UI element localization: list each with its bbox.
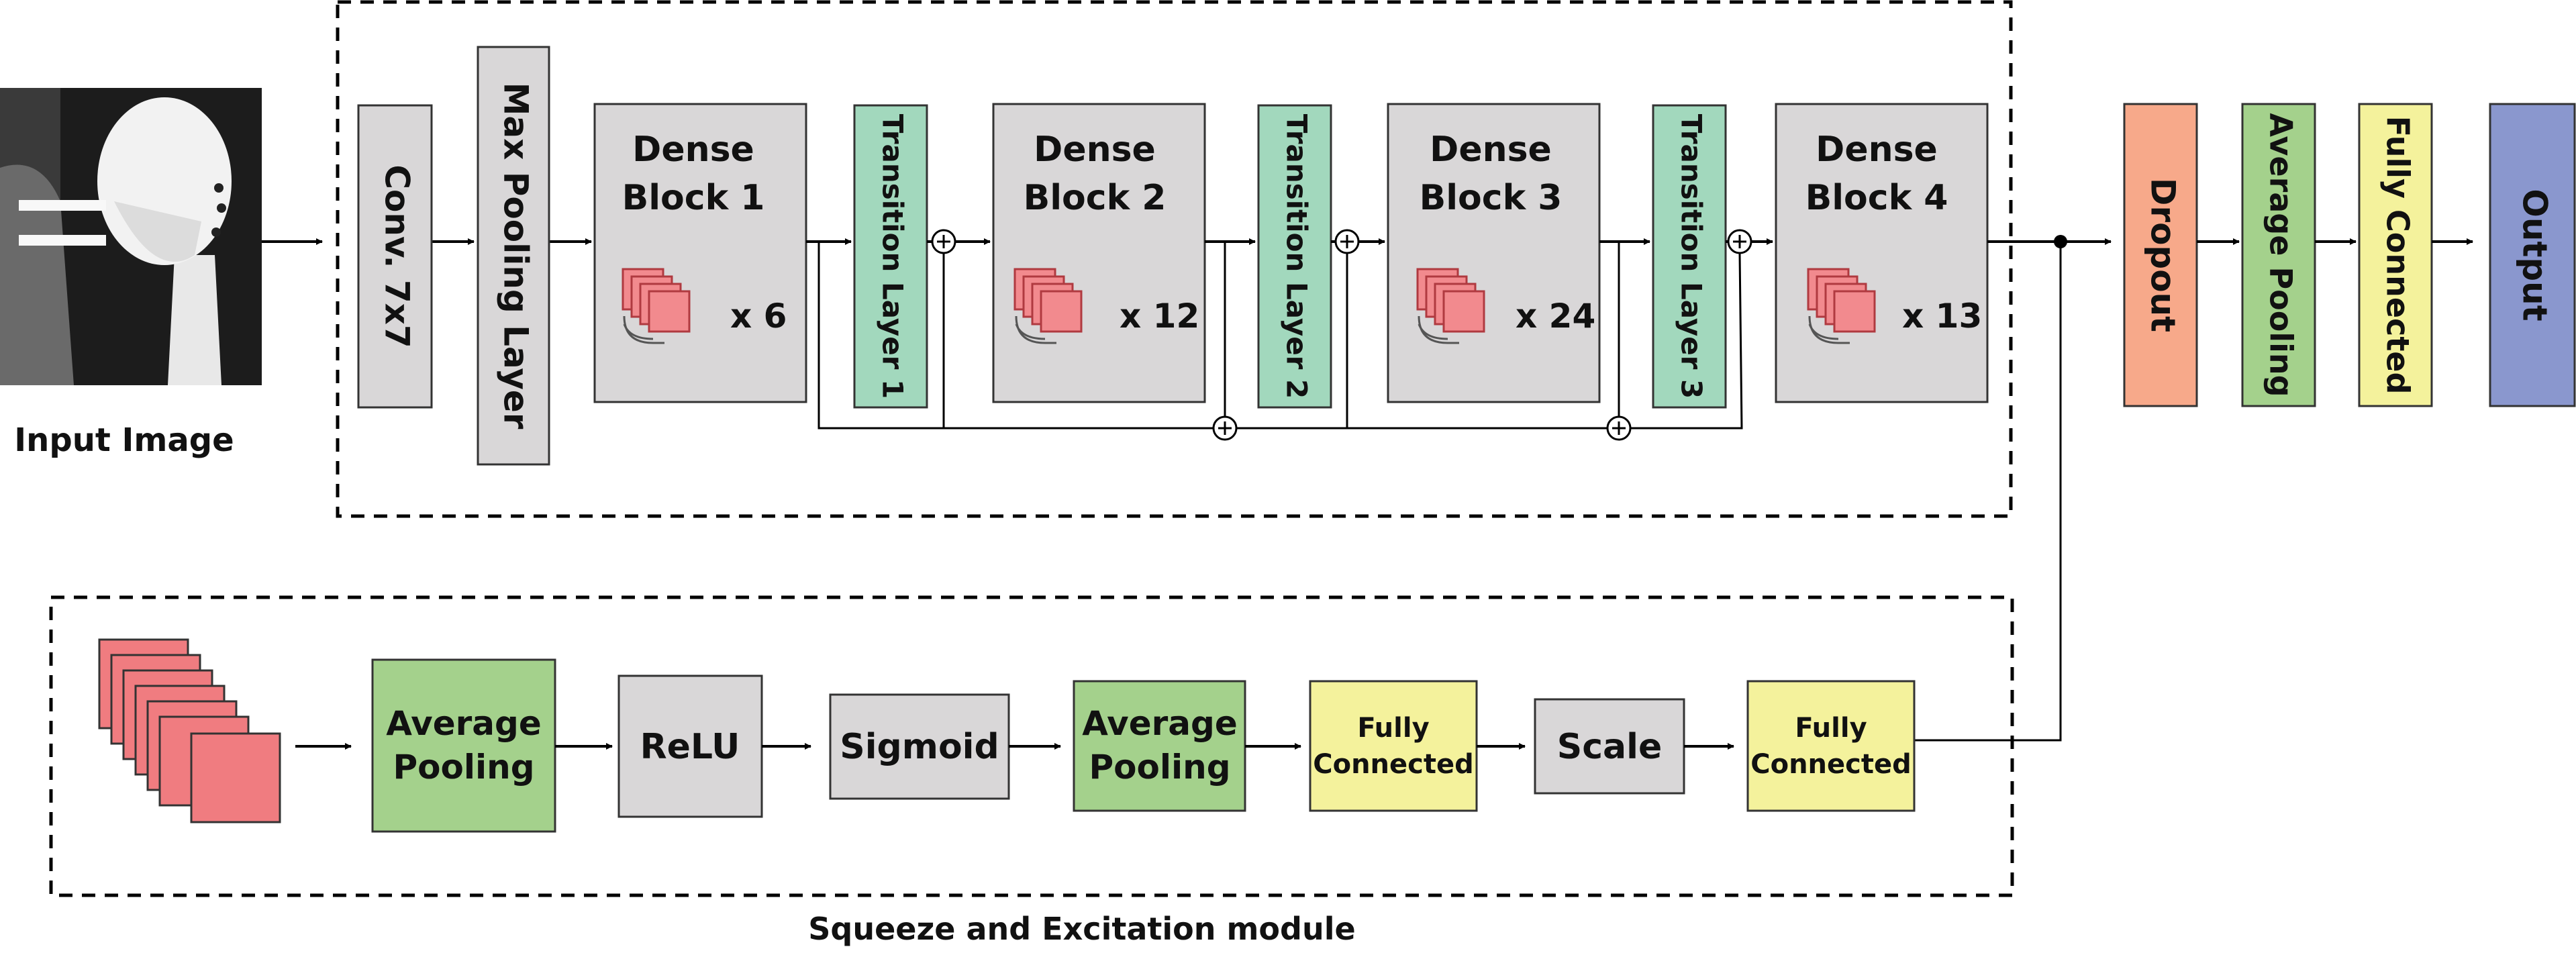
output-layer bbox=[2489, 103, 2576, 407]
svg-text:Pooling: Pooling bbox=[393, 748, 534, 787]
conv-7x7-layer bbox=[357, 104, 433, 409]
maxpool-label: Max Pooling Layer bbox=[497, 83, 536, 430]
feature-map-stack bbox=[98, 638, 281, 823]
dense-block-2 bbox=[992, 103, 1206, 403]
svg-text:Connected: Connected bbox=[1313, 749, 1474, 780]
svg-text:Block 3: Block 3 bbox=[1420, 178, 1563, 218]
svg-text:Dropout: Dropout bbox=[2144, 178, 2183, 332]
dropout-layer bbox=[2123, 103, 2198, 407]
svg-text:Average: Average bbox=[386, 704, 542, 743]
svg-text:Dense: Dense bbox=[632, 130, 754, 170]
svg-text:Transition Layer 3: Transition Layer 3 bbox=[1675, 114, 1708, 399]
se-average-pooling-1 bbox=[371, 658, 556, 833]
average-pooling-layer bbox=[2241, 103, 2316, 407]
dense-block-1-count: x 6 bbox=[730, 297, 787, 336]
se-module-frame bbox=[49, 595, 2014, 897]
transition-layer-3 bbox=[1652, 104, 1727, 409]
svg-text:Output: Output bbox=[2516, 189, 2555, 321]
se-fully-connected-1 bbox=[1309, 680, 1478, 812]
conv-label: Conv. 7x7 bbox=[378, 164, 417, 348]
input-xray-image bbox=[0, 88, 262, 386]
dense-block-1 bbox=[593, 103, 807, 403]
add-node-4 bbox=[1212, 415, 1238, 441]
svg-text:Average: Average bbox=[1082, 704, 1238, 743]
svg-text:Pooling: Pooling bbox=[1089, 748, 1230, 787]
svg-text:Dense: Dense bbox=[1034, 130, 1156, 170]
se-module-caption: Squeeze and Excitation module bbox=[808, 911, 1355, 947]
add-node-5 bbox=[1606, 415, 1632, 441]
densenet-frame bbox=[336, 0, 2013, 518]
svg-text:ReLU: ReLU bbox=[640, 727, 740, 767]
se-sigmoid bbox=[829, 693, 1010, 800]
max-pooling-layer bbox=[477, 46, 550, 466]
svg-text:Average Pooling: Average Pooling bbox=[2263, 113, 2299, 397]
svg-text:Block 4: Block 4 bbox=[1805, 178, 1948, 218]
svg-text:Sigmoid: Sigmoid bbox=[840, 727, 999, 767]
svg-text:Fully: Fully bbox=[1795, 713, 1867, 744]
add-node-3 bbox=[1727, 229, 1752, 254]
dense-block-4-count: x 13 bbox=[1902, 297, 1982, 336]
transition-layer-1 bbox=[853, 104, 928, 409]
se-relu bbox=[617, 674, 763, 818]
add-node-1 bbox=[931, 229, 956, 254]
fully-connected-layer bbox=[2358, 103, 2433, 407]
transition-layer-2 bbox=[1257, 104, 1332, 409]
se-fully-connected-2 bbox=[1746, 680, 1916, 812]
svg-text:Block 1: Block 1 bbox=[622, 178, 765, 218]
dense-block-3 bbox=[1387, 103, 1601, 403]
dense-block-3-count: x 24 bbox=[1516, 297, 1595, 336]
dense-block-4 bbox=[1775, 103, 1989, 403]
se-scale bbox=[1534, 698, 1685, 795]
svg-text:Scale: Scale bbox=[1557, 727, 1662, 767]
svg-text:Fully: Fully bbox=[1357, 713, 1429, 744]
svg-text:Dense: Dense bbox=[1816, 130, 1938, 170]
svg-text:Transition Layer 2: Transition Layer 2 bbox=[1281, 114, 1314, 399]
se-average-pooling-2 bbox=[1073, 680, 1246, 812]
dense-block-2-count: x 12 bbox=[1120, 297, 1199, 336]
add-node-2 bbox=[1334, 229, 1360, 254]
input-image-caption: Input Image bbox=[14, 421, 234, 459]
svg-text:Connected: Connected bbox=[1750, 749, 1912, 780]
svg-text:Transition Layer 1: Transition Layer 1 bbox=[877, 114, 909, 399]
svg-text:Dense: Dense bbox=[1430, 130, 1552, 170]
svg-text:Fully Connected: Fully Connected bbox=[2380, 116, 2416, 395]
svg-text:Block 2: Block 2 bbox=[1024, 178, 1167, 218]
